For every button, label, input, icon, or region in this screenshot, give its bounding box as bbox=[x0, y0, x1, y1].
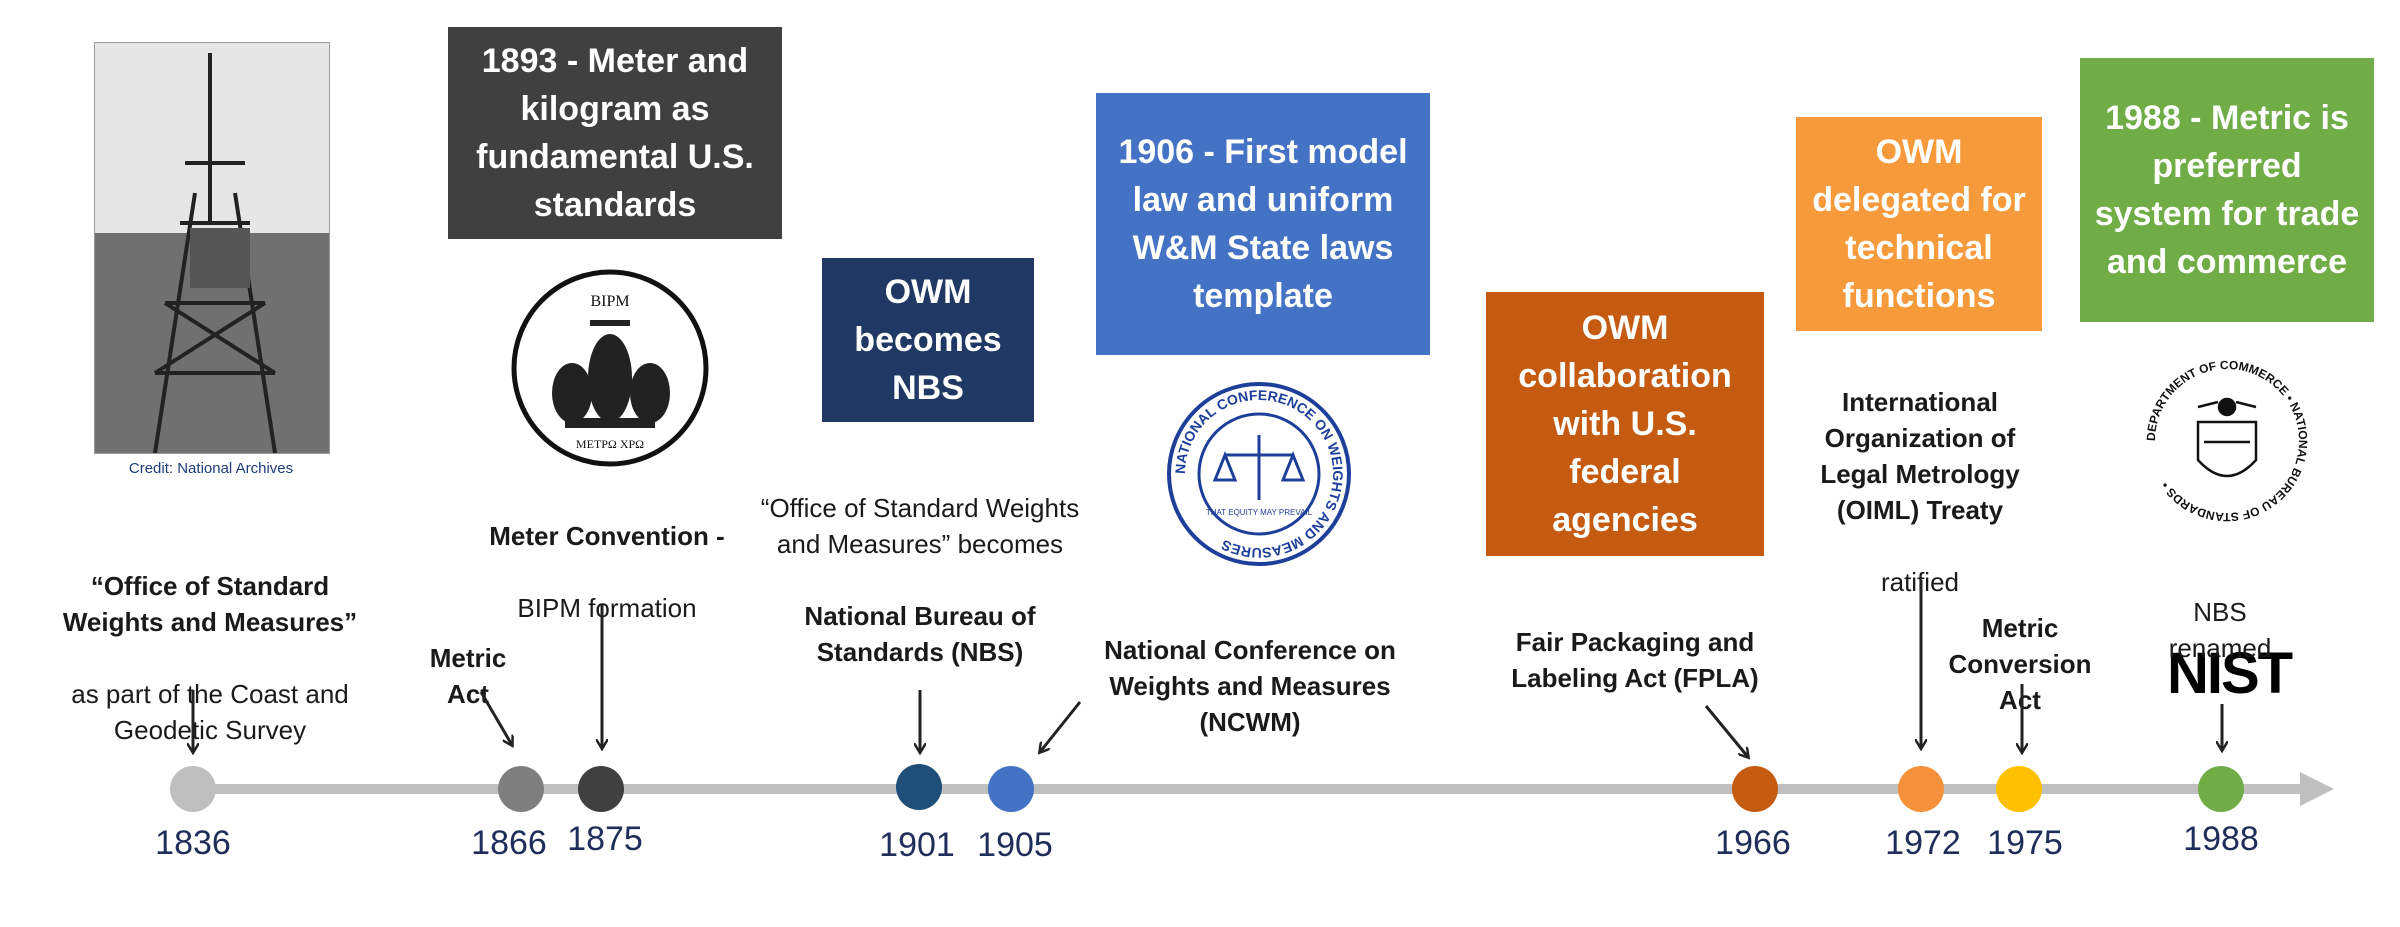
label-1975: Metric Conversion Act bbox=[1940, 574, 2100, 718]
timeline-axis bbox=[200, 784, 2310, 794]
event-box-1966: OWM collaboration with U.S. federal agen… bbox=[1486, 292, 1764, 556]
label-1866: Metric Act bbox=[408, 604, 528, 712]
label-1875-rest: BIPM formation bbox=[517, 593, 697, 623]
label-1875: Meter Convention - BIPM formation bbox=[462, 482, 752, 626]
ncwm-motto: THAT EQUITY MAY PREVAIL bbox=[1206, 508, 1313, 517]
dot-1966 bbox=[1732, 766, 1778, 812]
label-1875-bold: Meter Convention - bbox=[489, 521, 725, 551]
arrow-1866 bbox=[479, 691, 512, 745]
label-1836-rest: as part of the Coast and Geodetic Survey bbox=[71, 679, 349, 745]
dot-1836 bbox=[170, 766, 216, 812]
dot-1901 bbox=[896, 764, 942, 810]
dot-1988 bbox=[2198, 766, 2244, 812]
year-1972: 1972 bbox=[1885, 824, 1961, 862]
event-box-1972: OWM delegated for technical functions bbox=[1796, 117, 2042, 331]
label-1966-text: Fair Packaging and Labeling Act (FPLA) bbox=[1511, 627, 1759, 693]
dot-1875 bbox=[578, 766, 624, 812]
label-1901-rest: “Office of Standard Weights and Measures… bbox=[760, 493, 1080, 559]
survey-tower-photo bbox=[94, 42, 330, 454]
year-1866: 1866 bbox=[471, 824, 547, 862]
label-1975-text: Metric Conversion Act bbox=[1948, 613, 2092, 715]
year-1975: 1975 bbox=[1987, 824, 2063, 862]
event-box-1893: 1893 - Meter and kilogram as fundamental… bbox=[448, 27, 782, 239]
year-1988: 1988 bbox=[2183, 820, 2259, 858]
label-1901: “Office of Standard Weights and Measures… bbox=[760, 454, 1080, 670]
bipm-seal: BIPM ΜΕΤΡΩ ΧΡΩ bbox=[510, 268, 710, 468]
bipm-bottom-text: ΜΕΤΡΩ ΧΡΩ bbox=[576, 437, 644, 451]
year-1966: 1966 bbox=[1715, 824, 1791, 862]
dot-1905 bbox=[988, 766, 1034, 812]
label-1905-text: National Conference on Weights and Measu… bbox=[1104, 635, 1396, 737]
label-1836-bold: “Office of Standard Weights and Measures… bbox=[62, 571, 358, 637]
event-box-1988: 1988 - Metric is preferred system for tr… bbox=[2080, 58, 2374, 322]
timeline-arrowhead bbox=[2300, 772, 2334, 806]
commerce-seal: DEPARTMENT OF COMMERCE • NATIONAL BUREAU… bbox=[2138, 352, 2316, 530]
ncwm-seal: NATIONAL CONFERENCE ON WEIGHTS AND MEASU… bbox=[1165, 380, 1353, 568]
arrow-1966 bbox=[1704, 705, 1748, 757]
year-1836: 1836 bbox=[155, 824, 231, 862]
dot-1972 bbox=[1898, 766, 1944, 812]
label-1972-bold: International Organization of Legal Metr… bbox=[1820, 387, 2020, 525]
label-1866-text: Metric Act bbox=[429, 643, 507, 709]
label-1988-text: NBS renamed bbox=[2168, 597, 2272, 663]
label-1988: NBS renamed bbox=[2160, 558, 2280, 666]
dot-1866 bbox=[498, 766, 544, 812]
label-1966: Fair Packaging and Labeling Act (FPLA) bbox=[1500, 588, 1770, 696]
nist-logo: NIST bbox=[2166, 641, 2293, 706]
year-1875: 1875 bbox=[567, 820, 643, 858]
label-1901-bold: National Bureau of Standards (NBS) bbox=[804, 601, 1036, 667]
event-box-1901: OWM becomes NBS bbox=[822, 258, 1034, 422]
label-1836: “Office of Standard Weights and Measures… bbox=[40, 532, 380, 748]
photo-credit: Credit: National Archives bbox=[128, 460, 294, 477]
label-1905: National Conference on Weights and Measu… bbox=[1090, 596, 1410, 740]
year-1905: 1905 bbox=[977, 826, 1053, 864]
dot-1975 bbox=[1996, 766, 2042, 812]
bipm-top-text: BIPM bbox=[590, 293, 629, 310]
year-1901: 1901 bbox=[879, 826, 955, 864]
event-box-1906: 1906 - First model law and uniform W&M S… bbox=[1096, 93, 1430, 355]
arrow-1905 bbox=[1040, 701, 1082, 752]
